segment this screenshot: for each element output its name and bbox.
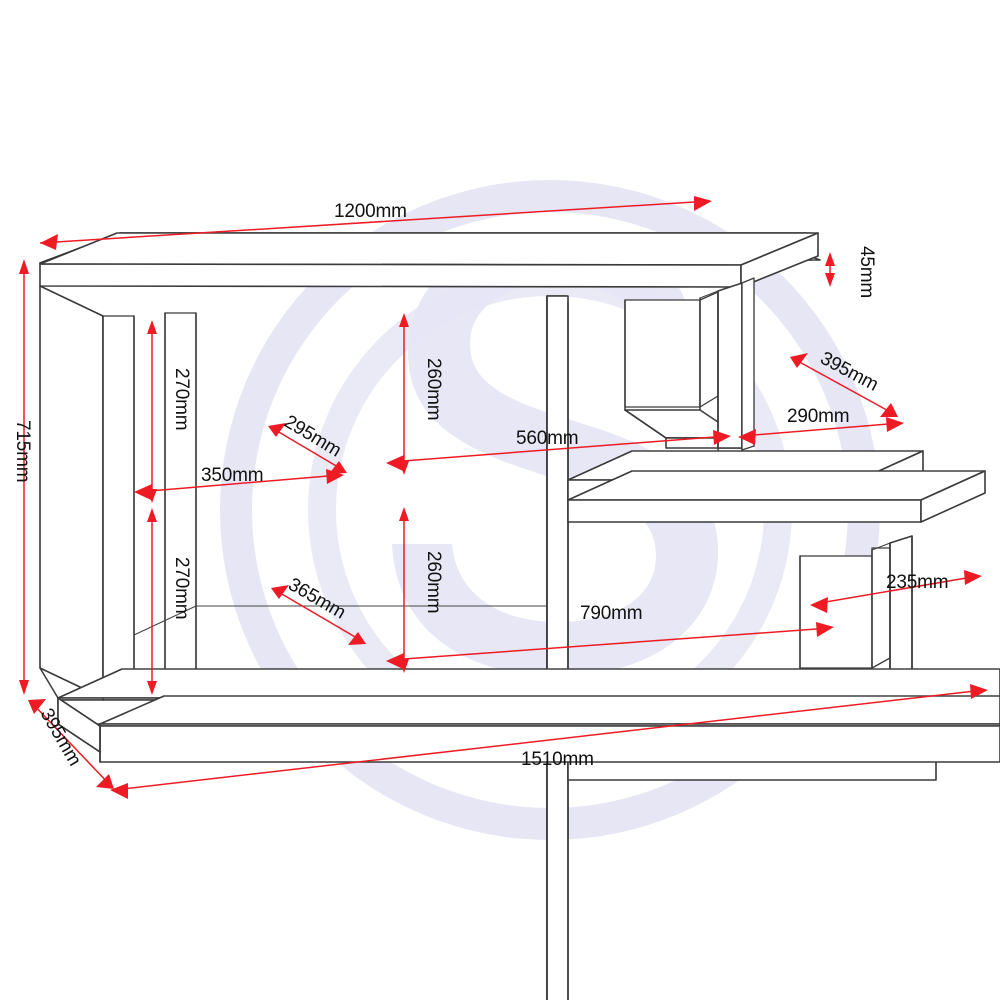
dim-790mm: 790mm — [386, 603, 834, 669]
dim-560mm: 560mm — [386, 428, 731, 471]
furniture-geometry — [39, 232, 1000, 1000]
left-lower-bay-back — [133, 605, 547, 636]
upper-right-leg-u — [624, 290, 743, 449]
dim-715mm: 715mm — [12, 259, 33, 695]
right-top-support-post — [717, 277, 755, 451]
dim-350mm: 350mm — [134, 465, 344, 500]
second-tier-shelf — [567, 470, 986, 523]
dim-235mm: 235mm — [810, 570, 982, 613]
dim-label-235mm: 235mm — [886, 572, 948, 593]
dim-label-1510mm: 1510mm — [521, 749, 594, 770]
dim-290mm: 290mm — [738, 406, 904, 445]
base-plinth — [57, 668, 1000, 763]
dim-label-290mm: 290mm — [787, 406, 849, 427]
top-panel — [39, 232, 821, 288]
dim-label-260mm-upper: 260mm — [423, 358, 444, 420]
dim-label-560mm: 560mm — [516, 428, 578, 449]
dim-label-715mm: 715mm — [12, 420, 33, 482]
dim-1200mm: 1200mm — [39, 196, 712, 250]
dim-45mm: 45mm — [825, 246, 877, 298]
dim-label-45mm: 45mm — [856, 246, 877, 298]
dim-label-1200mm: 1200mm — [334, 201, 407, 222]
dim-label-270mm-upper: 270mm — [171, 368, 192, 430]
dim-1510mm: 1510mm — [110, 684, 988, 799]
dim-label-270mm-lower: 270mm — [171, 557, 192, 619]
dim-label-790mm: 790mm — [580, 603, 642, 624]
left-inner-divider — [164, 312, 197, 701]
dim-label-260mm-lower: 260mm — [423, 551, 444, 613]
dim-270mm-lower: 270mm — [147, 508, 192, 695]
dim-label-350mm: 350mm — [201, 465, 263, 486]
left-side-panel — [39, 285, 135, 699]
dim-260mm-lower: 260mm — [399, 507, 444, 673]
